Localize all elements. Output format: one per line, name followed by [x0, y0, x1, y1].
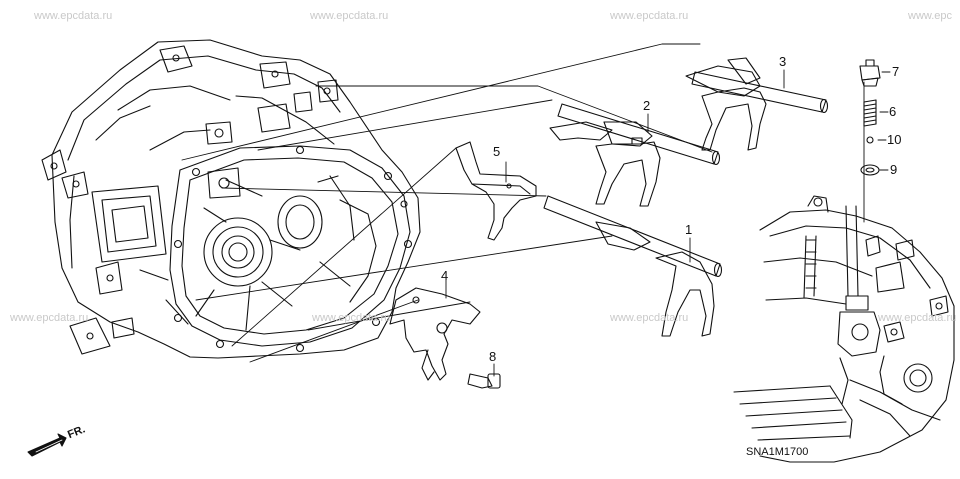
- callout-ticks: [445, 69, 891, 377]
- front-arrow-icon: [27, 433, 67, 457]
- callout-part-7: 7: [892, 64, 900, 79]
- callout-part-3: 3: [779, 54, 787, 69]
- watermark: www.epcdata.ru: [310, 10, 389, 22]
- bolt-8: [467, 373, 501, 389]
- gearbox-body: [733, 195, 955, 463]
- diagram-code: SNA1M1700: [746, 446, 809, 458]
- watermark: www.epcdata.ru: [610, 10, 689, 22]
- watermark: www.epcdata.ru: [312, 312, 391, 324]
- watermark: www.epcdata.ru: [34, 10, 113, 22]
- callout-part-1: 1: [685, 222, 693, 237]
- shift-fork-1: [543, 195, 723, 337]
- callout-part-8: 8: [489, 349, 497, 364]
- watermark: www.epcdata.ru: [610, 312, 689, 324]
- callout-part-10: 10: [887, 132, 902, 147]
- shift-gate-5: [455, 141, 537, 241]
- transmission-case-housing: [41, 39, 421, 359]
- callout-part-4: 4: [441, 268, 449, 283]
- watermark: www.epcdata.ru: [878, 312, 957, 324]
- spring-6: [863, 99, 877, 127]
- shift-fork-2: [549, 103, 721, 207]
- callout-part-2: 2: [643, 98, 651, 113]
- shift-bracket-4: [389, 287, 481, 381]
- callout-part-5: 5: [493, 144, 501, 159]
- callout-part-9: 9: [890, 162, 898, 177]
- watermark: www.epc: [908, 10, 953, 22]
- bolt-7: [859, 59, 881, 87]
- shift-fork-3: [685, 57, 829, 151]
- ball-10: [866, 136, 874, 144]
- washer-9: [860, 164, 880, 176]
- watermark: www.epcdata.ru: [10, 312, 89, 324]
- leader-lines: [181, 43, 865, 363]
- callout-part-6: 6: [889, 104, 897, 119]
